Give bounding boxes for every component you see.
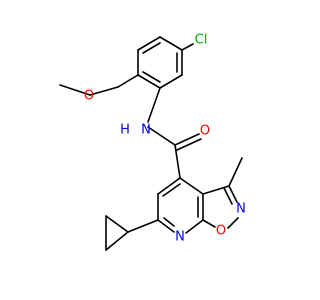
bond: [147, 126, 176, 146]
atom-label-h-amide: H: [120, 123, 130, 138]
bond: [159, 36, 183, 51]
bond: [228, 157, 243, 187]
bond: [59, 84, 91, 96]
bond: [163, 217, 175, 227]
bond: [228, 185, 238, 203]
bond: [179, 177, 204, 195]
bond-layer: [59, 36, 243, 251]
bond: [117, 74, 139, 88]
atom-label-n-isoxazole: N: [236, 202, 246, 217]
bond: [105, 215, 129, 233]
bond: [223, 187, 233, 205]
bond: [159, 74, 183, 89]
bond: [202, 219, 216, 228]
bond: [181, 43, 194, 51]
atom-label-n-amide: N: [141, 123, 151, 138]
bond: [176, 138, 202, 151]
atom-label-o-carbonyl: O: [200, 124, 210, 139]
atom-label-layer: Cl O H N O N O N: [84, 33, 246, 245]
bond: [202, 185, 230, 195]
molecule-structure-diagram: Cl O H N O N O N: [59, 33, 246, 251]
bond: [147, 87, 161, 123]
bond: [227, 217, 239, 229]
bond: [185, 219, 204, 234]
bond: [174, 144, 181, 179]
bond: [137, 74, 161, 89]
bond: [157, 219, 175, 233]
atom-label-o-isoxazole: O: [216, 224, 226, 239]
bond: [105, 231, 129, 251]
bond: [142, 42, 161, 54]
bond: [142, 71, 161, 83]
atom-label-n-pyridine: N: [175, 230, 185, 245]
bond: [157, 177, 181, 195]
atom-label-cl: Cl: [195, 33, 208, 48]
bond: [162, 183, 181, 197]
bond: [137, 36, 161, 51]
bond: [127, 219, 159, 233]
bond: [89, 86, 119, 96]
bond: [174, 133, 200, 146]
atom-label-o-methoxy: O: [84, 89, 94, 104]
